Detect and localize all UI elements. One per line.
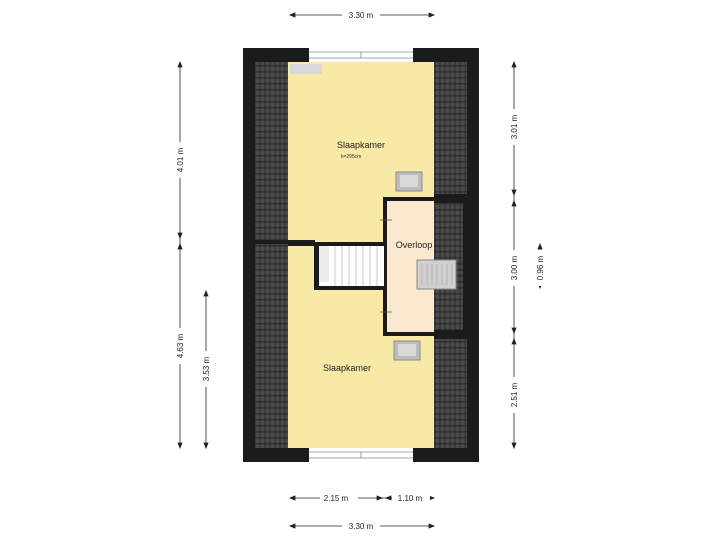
room-label-landing: Overloop <box>396 240 433 250</box>
dim-left-upper: 4.01 m <box>176 147 185 172</box>
dim-right-lower: 2.51 m <box>510 382 519 407</box>
wall-horizontal-left <box>255 240 315 244</box>
wall-stair-left <box>314 242 319 290</box>
wall-landing-left-top <box>383 197 387 242</box>
dim-left-inner: 3.53 m <box>202 356 211 381</box>
roof-tiles-right-bottom <box>434 339 467 448</box>
dim-bottom-total: 3.30 m <box>349 522 374 531</box>
radiator <box>290 64 322 74</box>
door-marks <box>380 219 392 313</box>
room-label-bedroom-top: Slaapkamer <box>337 140 385 150</box>
stair-inner <box>319 246 384 286</box>
dim-right-upper: 3.01 m <box>510 114 519 139</box>
roof-window-landing <box>416 259 457 290</box>
wall-stair-bottom <box>314 286 386 290</box>
skylight-top-inner <box>400 175 418 187</box>
dim-bottom-left: 2.15 m <box>324 494 349 503</box>
dim-right-small: 0.96 m <box>536 255 545 280</box>
room-height-note: h=295cm <box>341 154 362 160</box>
room-label-bedroom-bottom: Slaapkamer <box>323 363 371 373</box>
roof-window-hatch <box>421 264 453 285</box>
roof-tiles-left <box>255 62 288 448</box>
wall-landing-left-bottom <box>383 290 387 336</box>
wall-landing-bottom <box>386 332 467 336</box>
dim-bottom-right: 1.10 m <box>398 494 423 503</box>
window-bottom-frame <box>309 451 413 459</box>
stair-first-step <box>319 246 329 282</box>
skylight-bottom-inner <box>398 344 416 356</box>
roof-tiles-right-top <box>434 62 467 194</box>
window-top-frame <box>309 51 413 59</box>
dim-left-lower: 4.63 m <box>176 333 185 358</box>
wall-landing-top <box>386 197 467 201</box>
dim-right-middle: 3.00 m <box>510 255 519 280</box>
stair-steps <box>334 246 378 286</box>
dim-top-width: 3.30 m <box>349 11 374 20</box>
